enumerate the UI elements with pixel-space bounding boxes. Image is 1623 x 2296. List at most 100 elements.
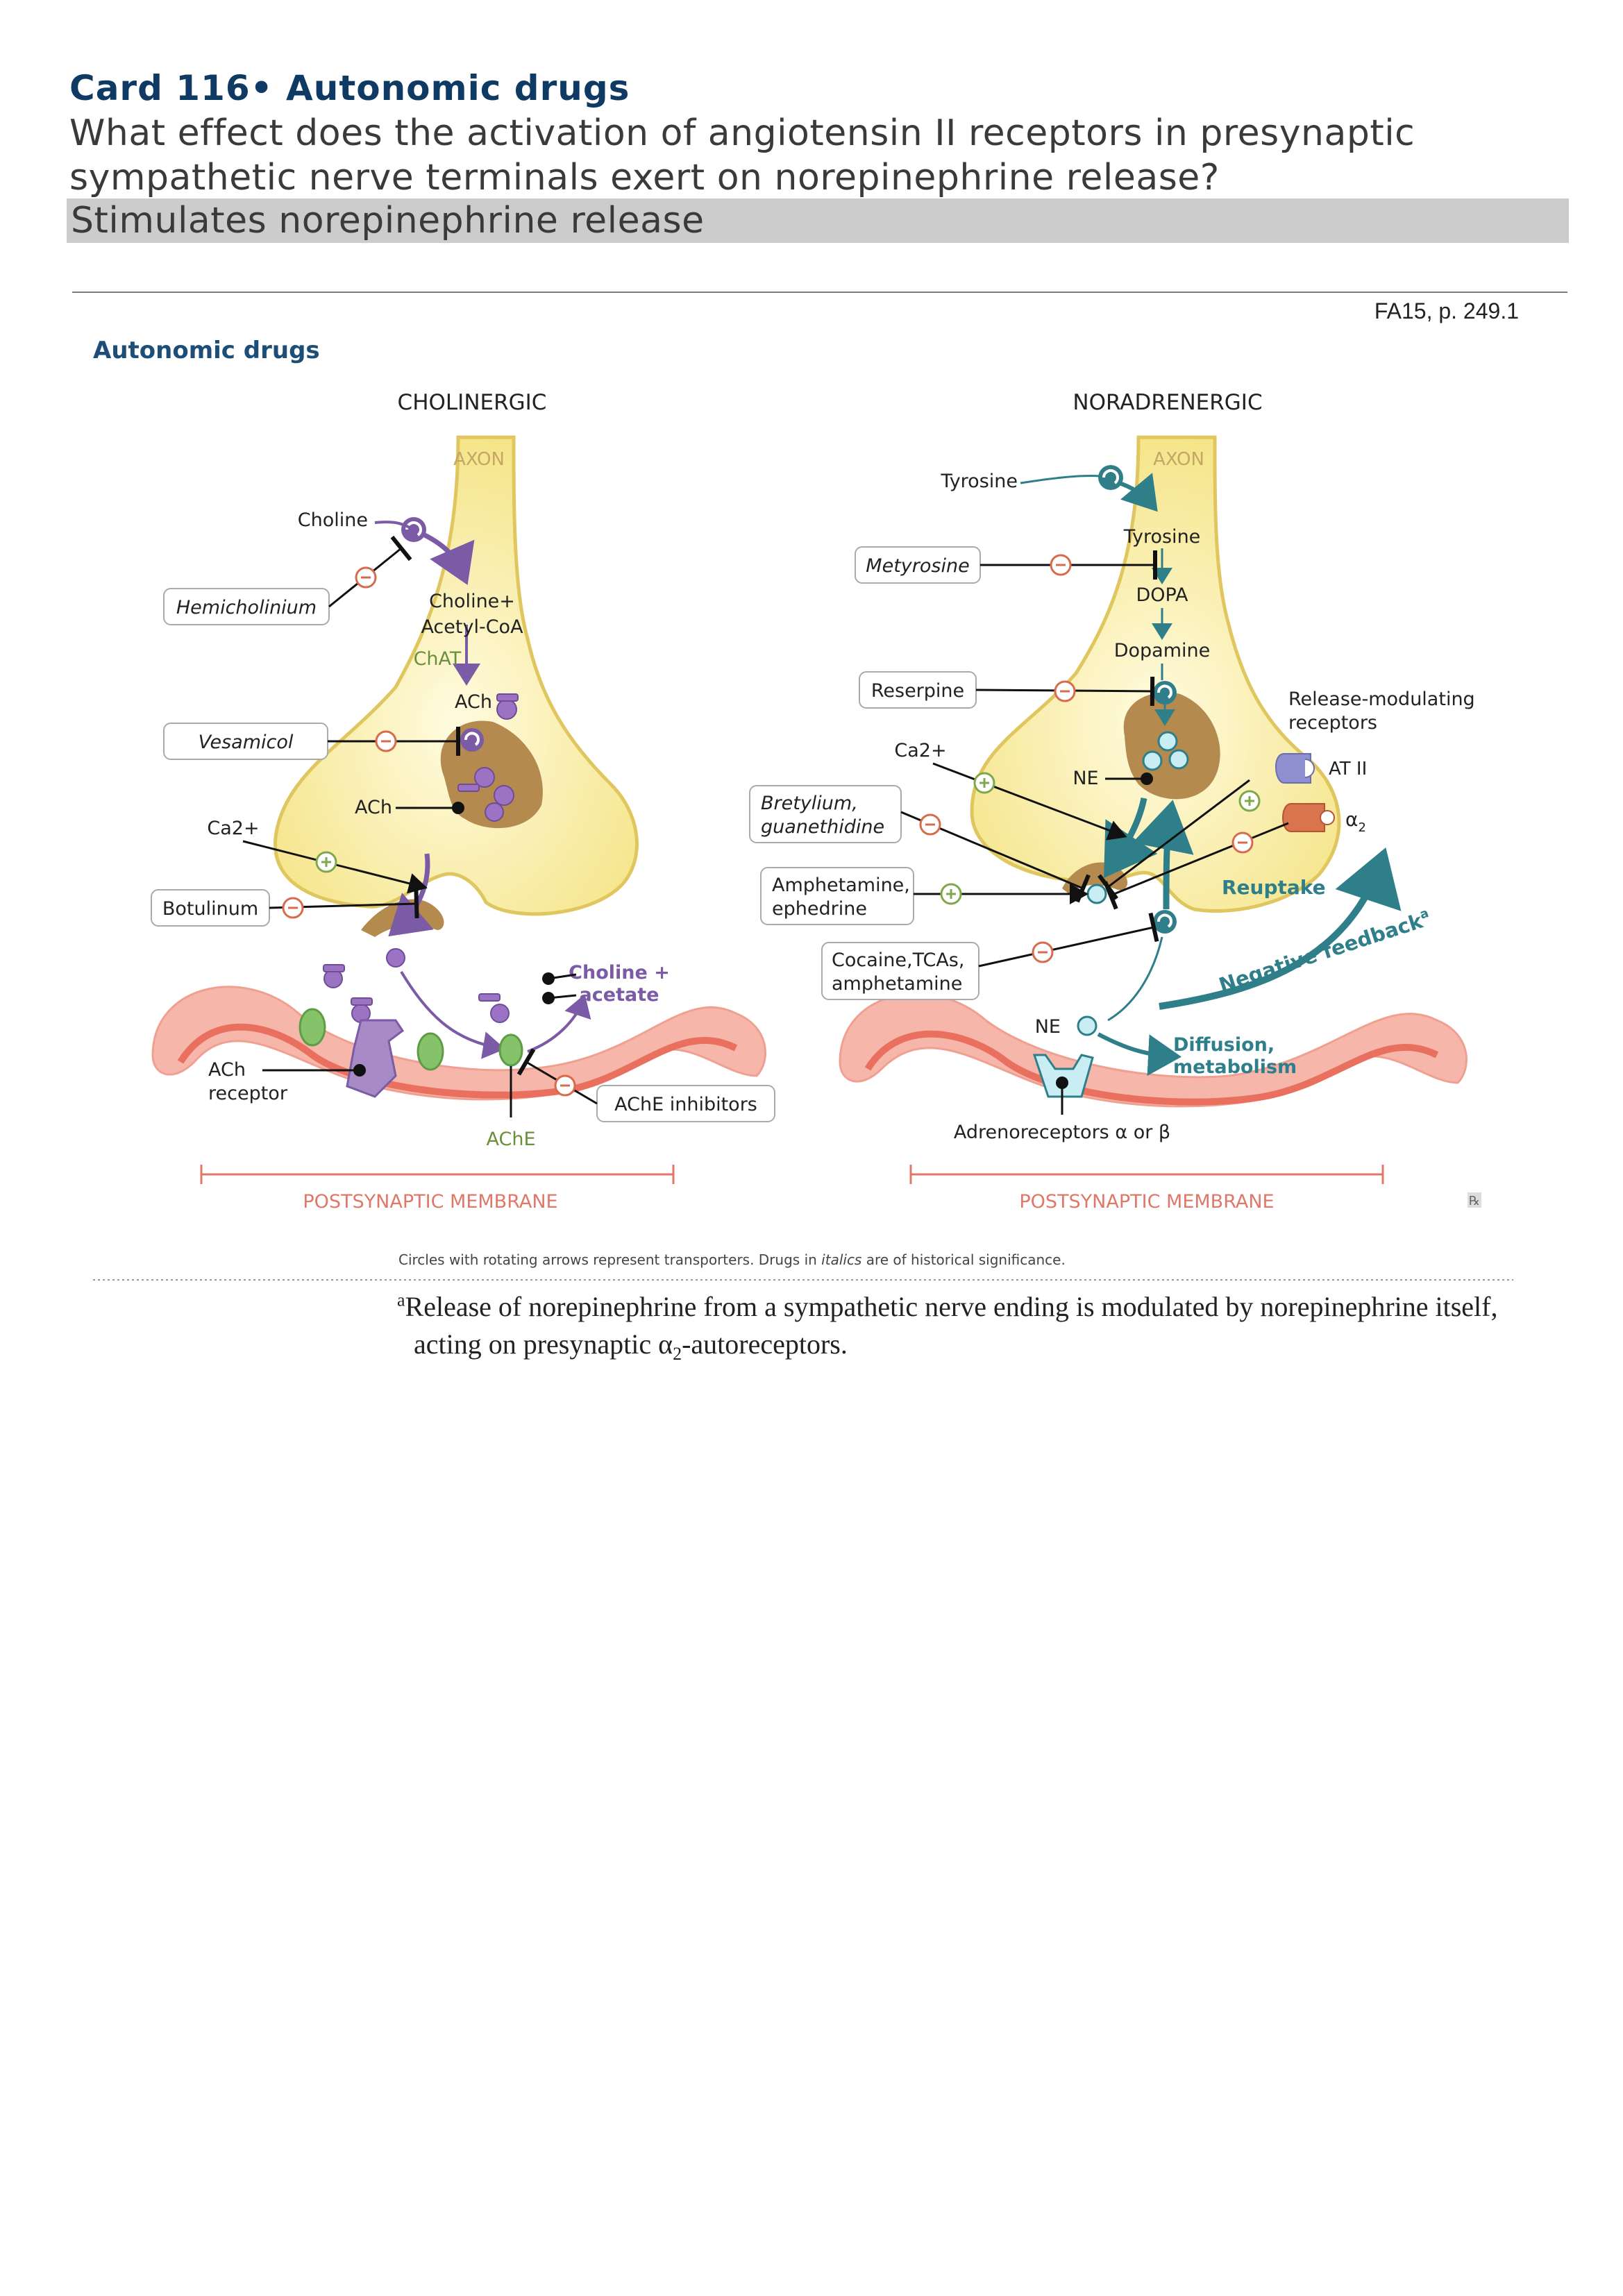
noradrenergic-membrane-line bbox=[864, 1030, 1439, 1106]
cholinergic-axon-label: AXON bbox=[453, 449, 505, 470]
footnote: aRelease of norepinephrine from a sympat… bbox=[397, 1288, 1522, 1363]
cocaine-box bbox=[821, 942, 979, 1000]
ach-top-label: ACh bbox=[455, 691, 492, 713]
card-title: Card 116• Autonomic drugs bbox=[69, 68, 630, 108]
divider bbox=[72, 292, 1567, 293]
at2-label: AT II bbox=[1329, 759, 1367, 779]
tyrosine-label: Tyrosine bbox=[1123, 526, 1201, 548]
alpha2-modulation-line bbox=[1103, 822, 1289, 910]
transporter-rotate-icon bbox=[1157, 684, 1172, 699]
at2-receptor-pocket bbox=[1304, 759, 1315, 778]
noradrenergic-heading: NORADRENERGIC bbox=[1073, 390, 1262, 415]
at2-receptor bbox=[1275, 753, 1311, 784]
choline-acetyl-label-2: Acetyl-CoA bbox=[421, 616, 523, 638]
release-modulating-label-2: receptors bbox=[1288, 712, 1377, 734]
ache-inhibitors-label: AChE inhibitors bbox=[614, 1094, 757, 1115]
vesamicol-label: Vesamicol bbox=[199, 732, 294, 753]
choline-transporter bbox=[401, 517, 426, 542]
ach-to-ache-arrow bbox=[400, 970, 505, 1059]
transporter-rotate-icon bbox=[1102, 469, 1119, 484]
logo-glyph: ℞ bbox=[1469, 1194, 1480, 1208]
ach-receptor-label-2: receptor bbox=[208, 1083, 288, 1104]
ache-enzyme bbox=[298, 1008, 326, 1047]
cocaine-label-1: Cocaine,TCAs, bbox=[832, 949, 964, 971]
cocaine-label-2: amphetamine bbox=[832, 973, 962, 995]
plus-glyph bbox=[1245, 796, 1254, 806]
choline-into-terminal-arrow bbox=[422, 532, 475, 585]
ache-label: AChE bbox=[486, 1129, 535, 1150]
vesicular-monoamine-transporter bbox=[1153, 681, 1177, 704]
metyrosine-label: Metyrosine bbox=[866, 555, 969, 577]
ache-product-arrow bbox=[527, 994, 591, 1053]
figure-caption: Circles with rotating arrows represent t… bbox=[398, 1251, 1066, 1268]
adrenoreceptor bbox=[1032, 1054, 1094, 1098]
bretylium-label-1: Bretylium, bbox=[761, 793, 858, 814]
botulinum-label: Botulinum bbox=[162, 898, 258, 920]
plus-glyph bbox=[979, 778, 989, 788]
bretylium-label-2: guanethidine bbox=[761, 816, 884, 838]
choline-label: Choline bbox=[298, 509, 368, 531]
release-modulating-label-1: Release-modulating bbox=[1288, 689, 1475, 710]
footnote-line-1: Release of norepinephrine from a sympath… bbox=[405, 1291, 1498, 1322]
tyrosine-in-label: Tyrosine bbox=[940, 471, 1018, 492]
cocaine-inhibit-line bbox=[978, 912, 1159, 968]
ne-vesicle-label: NE bbox=[1073, 768, 1098, 789]
plus-glyph bbox=[946, 889, 956, 899]
ne-reuptake-transporter bbox=[1153, 910, 1177, 934]
figure-title: Autonomic drugs bbox=[93, 337, 320, 364]
cholinergic-heading: CHOLINERGIC bbox=[398, 390, 547, 415]
diffusion-label-2: metabolism bbox=[1173, 1056, 1297, 1078]
acetate-pointer bbox=[542, 992, 577, 1004]
negative-feedback-label: Negative feedbacka bbox=[1216, 906, 1433, 997]
tyrosine-uptake-line bbox=[1020, 474, 1101, 484]
ach-release-arrow bbox=[388, 853, 434, 937]
ne-cleft-label: NE bbox=[1035, 1016, 1061, 1038]
answer-text: Stimulates norepinephrine release bbox=[67, 199, 1569, 243]
chat-label: ChAT bbox=[414, 648, 462, 670]
ach-receptor bbox=[346, 1019, 405, 1098]
footnote-mark: a bbox=[397, 1290, 405, 1310]
alpha2-label: α2 bbox=[1345, 808, 1366, 835]
ache-enzyme bbox=[417, 1032, 444, 1071]
noradrenergic-ca-label: Ca2+ bbox=[894, 740, 946, 761]
tyrosine-transporter bbox=[1098, 465, 1123, 490]
cholinergic-side: AXON bbox=[151, 435, 775, 1213]
amphetamine-label-1: Amphetamine, bbox=[772, 875, 910, 896]
transporter-rotate-icon bbox=[1157, 913, 1172, 928]
alpha2-receptor-pocket bbox=[1320, 810, 1335, 825]
ach-molecules bbox=[323, 693, 519, 1023]
ne-reuptake-arrow bbox=[1132, 800, 1194, 910]
diffusion-label-1: Diffusion, bbox=[1173, 1034, 1275, 1056]
choline-acetyl-label-1: Choline+ bbox=[429, 591, 515, 612]
ne-to-reuptake-line bbox=[1107, 936, 1163, 1022]
hemicholinium-label: Hemicholinium bbox=[176, 597, 317, 618]
cholinergic-ca-label: Ca2+ bbox=[207, 818, 259, 839]
amphetamine-label-2: ephedrine bbox=[772, 898, 867, 920]
footnote-line-2: acting on presynaptic α2-autoreceptors. bbox=[414, 1328, 848, 1364]
cholinergic-membrane-label: POSTSYNAPTIC MEMBRANE bbox=[303, 1191, 557, 1213]
reference-label: FA15, p. 249.1 bbox=[1374, 298, 1519, 323]
noradrenergic-ca-line bbox=[932, 762, 1127, 841]
choline-uptake-arrow bbox=[374, 521, 410, 529]
adrenoreceptors-label: Adrenoreceptors α or β bbox=[954, 1122, 1170, 1143]
ach-vesicle-label: ACh bbox=[355, 797, 392, 818]
noradrenergic-membrane bbox=[839, 993, 1468, 1108]
negative-feedback-arrow bbox=[1159, 847, 1402, 1010]
choline-acetate-label-1: Choline + bbox=[569, 962, 670, 984]
question-text: What effect does the activation of angio… bbox=[69, 112, 1415, 199]
autonomic-drugs-figure: Autonomic drugs CHOLINERGIC NORADRENERGI… bbox=[93, 337, 1513, 1281]
cholinergic-membrane-line bbox=[177, 1023, 738, 1099]
diffusion-arrow bbox=[1097, 1032, 1181, 1077]
ne-molecules bbox=[1077, 731, 1189, 1036]
vesamicol-transporter bbox=[460, 728, 484, 752]
ache-enzyme bbox=[498, 1033, 523, 1067]
dopa-label: DOPA bbox=[1136, 584, 1188, 606]
alpha2-receptor bbox=[1282, 803, 1325, 832]
transporter-rotate-icon bbox=[464, 732, 480, 746]
noradrenergic-axon-label: AXON bbox=[1153, 449, 1204, 470]
bretylium-box bbox=[749, 785, 902, 843]
reserpine-label: Reserpine bbox=[871, 680, 964, 702]
tyrosine-into-terminal-arrow bbox=[1117, 473, 1158, 512]
cholinergic-membrane bbox=[151, 986, 766, 1101]
choline-acetate-label-2: acetate bbox=[580, 984, 659, 1006]
